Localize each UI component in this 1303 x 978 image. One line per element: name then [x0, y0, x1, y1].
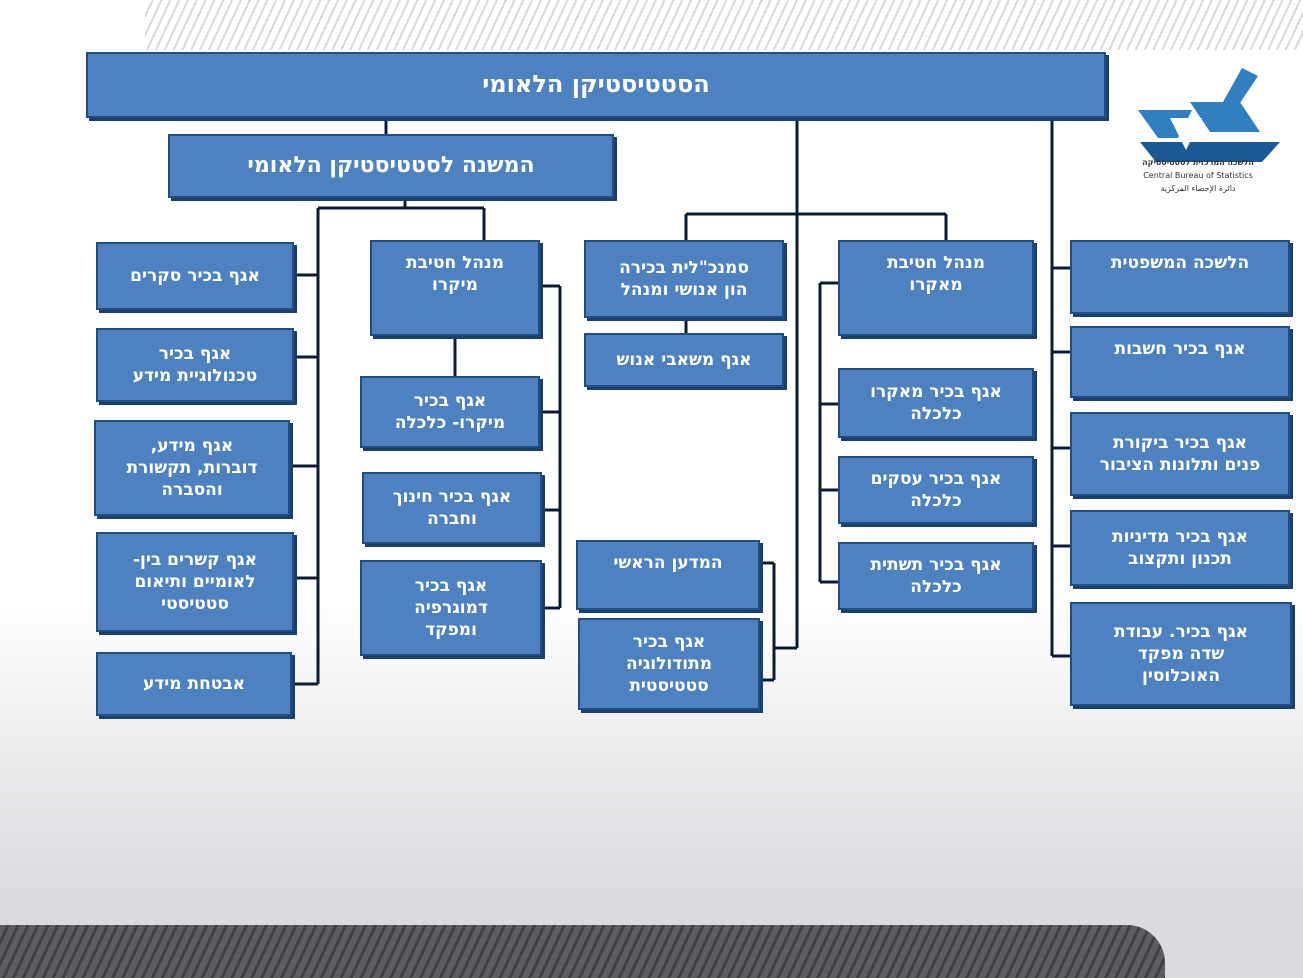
unit-label: אגף קשרים בין- לאומיים ותיאום סטטיסטי	[132, 549, 258, 615]
unit-infrastructure-economics: אגף בכיר תשתית כלכלה	[838, 542, 1034, 610]
unit-label: אגף בכיר תשתית כלכלה	[870, 554, 1002, 597]
unit-label: אבטחת מידע	[142, 673, 246, 694]
deputy-director-hr-admin: סמנכ"לית בכירה הון אנושי ומנהל	[584, 240, 784, 318]
cbs-logo-icon	[1138, 68, 1280, 162]
unit-label: אגף משאבי אנוש	[616, 349, 752, 370]
macro-division-head: מנהל חטיבת מאקרו	[838, 240, 1034, 336]
unit-education-society: אגף בכיר חינוך וחברה	[362, 472, 542, 544]
unit-surveys: אגף בכיר סקרים	[96, 242, 294, 310]
unit-label: אגף בכיר עסקים כלכלה	[870, 468, 1002, 511]
unit-label: אגף בכיר טכנולוגיית מידע	[132, 343, 258, 386]
unit-label: הלשכה המשפטית	[1110, 253, 1250, 273]
unit-statistical-methodology: אגף בכיר מתודולוגיה סטטיסטית	[578, 618, 760, 710]
unit-macro-economics: אגף בכיר מאקרו כלכלה	[838, 368, 1034, 438]
unit-label: אגף בכיר מתודולוגיה סטטיסטית	[626, 631, 712, 697]
unit-label: אגף בכיר סקרים	[130, 265, 260, 286]
unit-international-relations: אגף קשרים בין- לאומיים ותיאום סטטיסטי	[96, 532, 294, 632]
unit-census-field-work: אגף בכיר. עבודת שדה מפקד האוכלוסין	[1070, 602, 1292, 706]
national-statistician-label: הסטטיסטיקן הלאומי	[482, 70, 710, 99]
unit-information-technology: אגף בכיר טכנולוגיית מידע	[96, 328, 294, 402]
unit-label: המדען הראשי	[613, 553, 723, 573]
logo-text-arabic: دائرة الإحصاء المركزية	[1160, 184, 1236, 193]
national-statistician-box: הסטטיסטיקן הלאומי	[86, 52, 1106, 118]
unit-business-economics: אגף בכיר עסקים כלכלה	[838, 456, 1034, 524]
logo-text-english: Central Bureau of Statistics	[1143, 171, 1253, 180]
unit-label: מנהל חטיבת מיקרו	[405, 253, 505, 296]
chief-scientist: המדען הראשי	[576, 540, 760, 610]
top-hatch-decoration	[145, 0, 1303, 50]
unit-label: אגף בכיר מיקרו- כלכלה	[394, 390, 506, 433]
unit-label: אגף בכיר מדיניות תכנון ותקצוב	[1112, 526, 1248, 569]
unit-label: אגף מידע, דוברות, תקשורת והסברה	[126, 435, 258, 501]
unit-human-resources: אגף משאבי אנוש	[584, 333, 784, 387]
unit-label: אגף בכיר חינוך וחברה	[392, 486, 512, 529]
unit-policy-planning: אגף בכיר מדיניות תכנון ותקצוב	[1070, 510, 1290, 586]
unit-accounting: אגף בכיר חשבות	[1070, 326, 1290, 398]
unit-label: אגף בכיר דמוגרפיה ומפקד	[414, 575, 488, 641]
unit-label: מנהל חטיבת מאקרו	[886, 253, 986, 296]
deputy-statistician-box: המשנה לסטטיסטיקן הלאומי	[168, 134, 614, 198]
unit-label: אגף בכיר. עבודת שדה מפקד האוכלוסין	[1113, 621, 1249, 687]
logo-text-hebrew: הלשכה המרכזית לסטטיסטיקה	[1142, 158, 1254, 167]
unit-demography-census: אגף בכיר דמוגרפיה ומפקד	[360, 560, 542, 656]
unit-label: אגף בכיר חשבות	[1114, 339, 1246, 359]
unit-information-communications: אגף מידע, דוברות, תקשורת והסברה	[94, 420, 290, 516]
unit-legal-department: הלשכה המשפטית	[1070, 240, 1290, 314]
unit-label: אגף בכיר ביקורת פנים ותלונות הציבור	[1099, 432, 1261, 475]
unit-information-security: אבטחת מידע	[96, 652, 292, 716]
unit-label: סמנכ"לית בכירה הון אנושי ומנהל	[619, 257, 749, 300]
unit-micro-economics: אגף בכיר מיקרו- כלכלה	[360, 376, 540, 448]
deputy-statistician-label: המשנה לסטטיסטיקן הלאומי	[247, 152, 535, 178]
unit-label: אגף בכיר מאקרו כלכלה	[870, 381, 1002, 424]
unit-internal-audit: אגף בכיר ביקורת פנים ותלונות הציבור	[1070, 412, 1290, 496]
bottom-hatch-band	[0, 925, 1165, 978]
micro-division-head: מנהל חטיבת מיקרו	[370, 240, 540, 336]
